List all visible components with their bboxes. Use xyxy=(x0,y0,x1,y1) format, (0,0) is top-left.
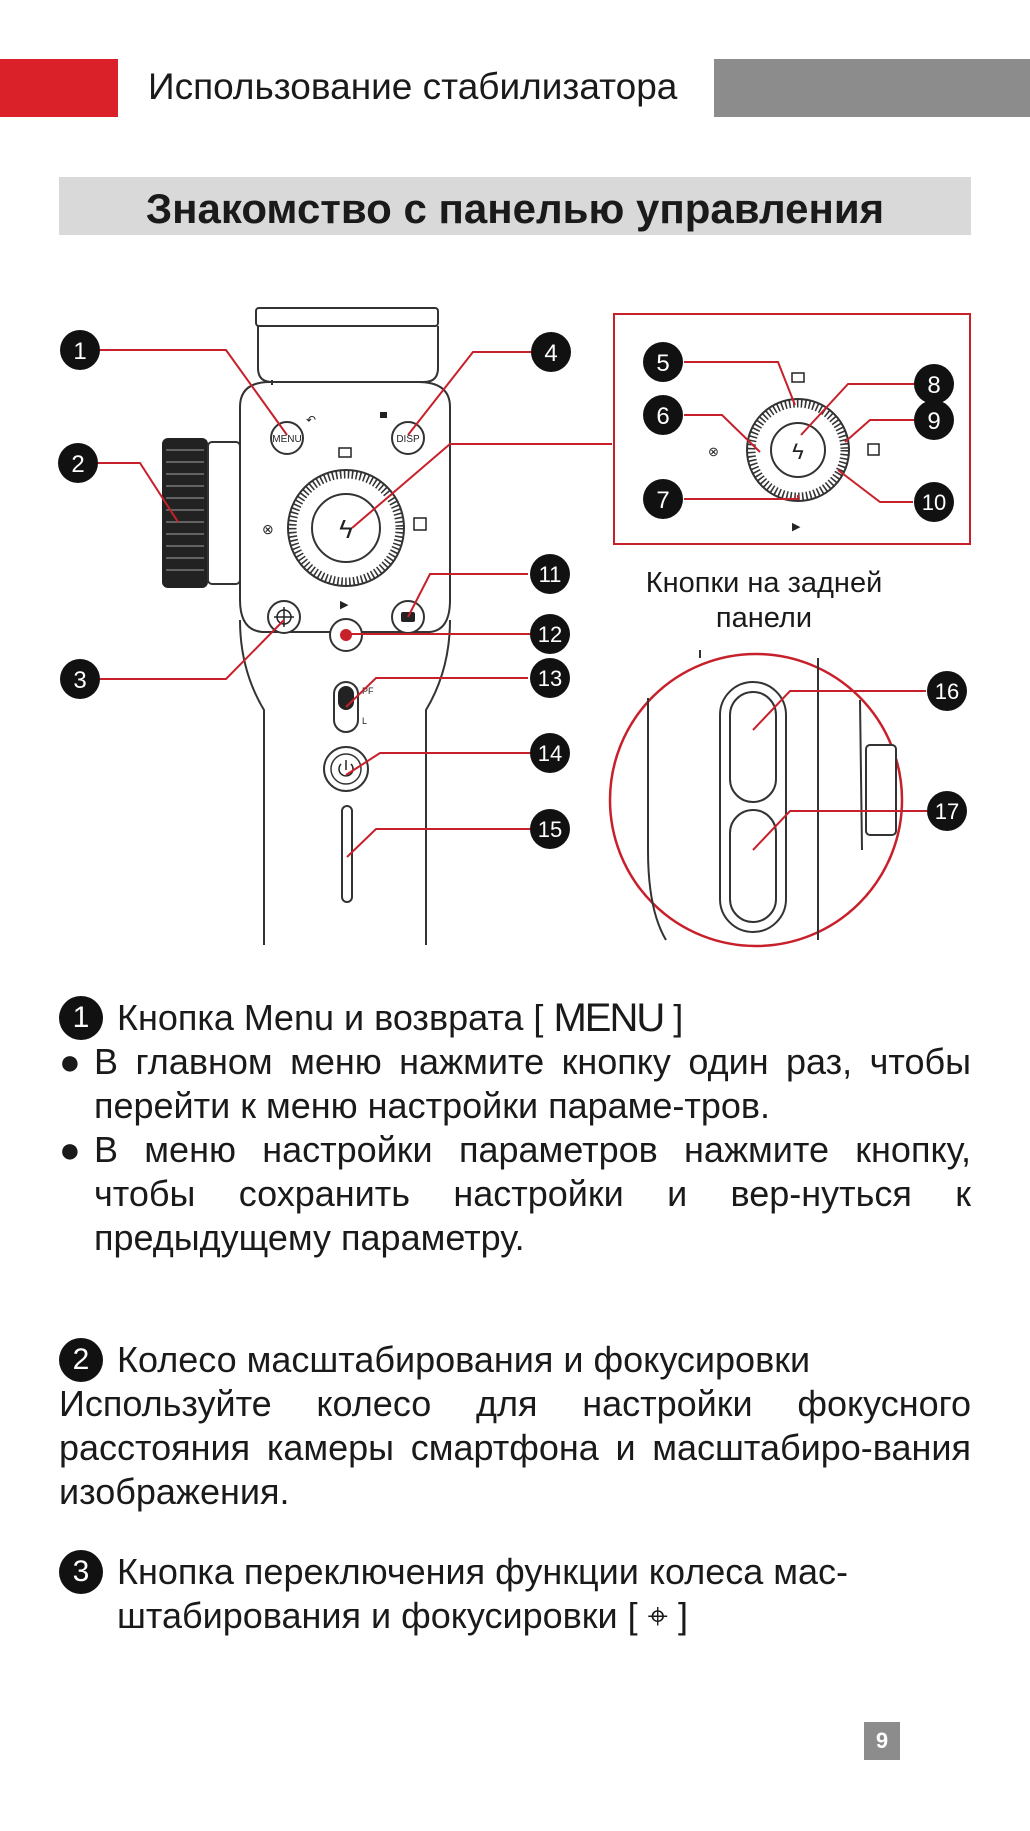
callout-15: 15 xyxy=(530,809,570,849)
callout-3: 3 xyxy=(60,659,100,699)
svg-text:7: 7 xyxy=(656,487,669,514)
sync-icon: ⊗ xyxy=(262,521,274,537)
page-number: 9 xyxy=(864,1722,900,1760)
menu-symbol: MENU xyxy=(553,996,665,1040)
callout-17: 17 xyxy=(927,791,967,831)
item-1-bullet-1: ● В главном меню нажмите кнопку один раз… xyxy=(59,1041,971,1126)
callout-2: 2 xyxy=(58,443,98,483)
menu-button: MENU xyxy=(270,421,304,455)
section-title: Знакомство с панелью управления xyxy=(145,185,885,232)
item-2-title: Колесо масштабирования и фокусировки xyxy=(117,1339,811,1380)
item-2: 2 Колесо масштабирования и фокусировки И… xyxy=(59,1338,971,1514)
header-red-tab xyxy=(0,59,118,117)
focus-switch-button xyxy=(267,600,301,634)
svg-text:16: 16 xyxy=(935,679,959,704)
svg-text:8: 8 xyxy=(927,372,940,399)
callout-13: 13 xyxy=(530,658,570,698)
item-2-heading: 2 Колесо масштабирования и фокусировки xyxy=(59,1338,971,1382)
callout-1: 1 xyxy=(60,330,100,370)
svg-text:13: 13 xyxy=(538,666,562,691)
svg-text:▶: ▶ xyxy=(792,521,801,533)
callout-11: 11 xyxy=(530,554,570,594)
callout-10: 10 xyxy=(914,482,954,522)
section-bar: Знакомство с панелью управления xyxy=(59,177,971,235)
item-3-title: Кнопка переключения функции колеса мас-ш… xyxy=(117,1551,849,1636)
callout-9: 9 xyxy=(914,400,954,440)
battery-indicator xyxy=(341,805,353,903)
mode-switch: PF L xyxy=(333,681,374,733)
mode-icon xyxy=(338,447,352,458)
stabilizer-handle xyxy=(239,307,451,945)
svg-text:14: 14 xyxy=(538,741,562,766)
rear-buttons-circle xyxy=(608,650,904,948)
zoom-focus-wheel xyxy=(162,438,241,588)
callout-6: 6 xyxy=(643,395,683,435)
svg-text:1: 1 xyxy=(73,338,86,365)
svg-text:3: 3 xyxy=(73,667,86,694)
item-2-body: Используйте колесо для настройки фокусно… xyxy=(59,1383,971,1512)
back-panel-inset xyxy=(613,313,971,545)
front-joystick: ϟ xyxy=(287,469,405,587)
callout-4: 4 xyxy=(531,332,571,372)
disp-indicator-icon xyxy=(380,412,387,418)
bullet-text: В главном меню нажмите кнопку один раз, … xyxy=(94,1041,971,1126)
svg-text:PF: PF xyxy=(362,686,374,696)
exposure-icon xyxy=(413,517,427,531)
callout-markers: 1 2 3 4 5 6 7 8 9 10 11 12 13 14 15 16 1… xyxy=(58,330,967,849)
callout-5: 5 xyxy=(643,342,683,382)
svg-text:15: 15 xyxy=(538,817,562,842)
control-panel-diagram: MENU ↶ DISP ϟ ⊗ ▶ PF L xyxy=(58,307,971,948)
item-1-heading: 1 Кнопка Menu и возврата [ MENU ] xyxy=(59,996,971,1040)
item-1-bullet-2: ● В меню настройки параметров нажмите кн… xyxy=(59,1129,971,1258)
svg-text:DISP: DISP xyxy=(396,434,420,445)
svg-text:ϟ: ϟ xyxy=(792,439,804,464)
svg-text:2: 2 xyxy=(71,451,84,478)
back-joystick: ϟ xyxy=(746,398,850,502)
item-1-title: Кнопка Menu и возврата [ xyxy=(117,997,544,1038)
svg-text:L: L xyxy=(362,716,367,726)
svg-text:17: 17 xyxy=(935,799,959,824)
item-2-number: 2 xyxy=(59,1338,103,1382)
item-1-number: 1 xyxy=(59,996,103,1040)
back-arrow-icon: ↶ xyxy=(306,413,316,427)
svg-text:9: 9 xyxy=(927,408,940,435)
item-3: 3 Кнопка переключения функции колеса мас… xyxy=(59,1550,971,1638)
page-header-title: Использование стабилизатора xyxy=(148,66,678,107)
callout-8: 8 xyxy=(914,364,954,404)
item-3-title-end: ] xyxy=(677,1595,688,1636)
leader-lines xyxy=(96,349,927,858)
svg-text:10: 10 xyxy=(922,490,946,515)
svg-text:6: 6 xyxy=(656,403,669,430)
callout-16: 16 xyxy=(927,671,967,711)
flash-icon: ϟ xyxy=(339,514,353,544)
header-grey-tab xyxy=(714,59,1030,117)
play-icon: ▶ xyxy=(340,599,349,611)
bullet-text: В меню настройки параметров нажмите кноп… xyxy=(94,1129,971,1258)
item-3-heading: 3 Кнопка переключения функции колеса мас… xyxy=(59,1550,971,1638)
back-panel-caption: Кнопки на задней панели xyxy=(645,567,883,634)
svg-text:MENU: MENU xyxy=(272,434,301,445)
item-1-title-end: ] xyxy=(673,997,684,1038)
svg-text:11: 11 xyxy=(539,562,562,587)
svg-text:5: 5 xyxy=(656,350,669,377)
item-1: 1 Кнопка Menu и возврата [ MENU ] ● В гл… xyxy=(59,996,971,1260)
callout-14: 14 xyxy=(530,733,570,773)
record-button xyxy=(329,618,363,652)
svg-text:12: 12 xyxy=(538,622,562,647)
focus-target-icon: ⌖ xyxy=(647,1595,668,1636)
callout-7: 7 xyxy=(643,479,683,519)
power-button xyxy=(323,746,369,792)
callout-12: 12 xyxy=(530,614,570,654)
svg-text:4: 4 xyxy=(544,340,557,367)
disp-button: DISP xyxy=(391,421,425,455)
item-3-number: 3 xyxy=(59,1550,103,1594)
svg-text:⊗: ⊗ xyxy=(708,444,719,459)
